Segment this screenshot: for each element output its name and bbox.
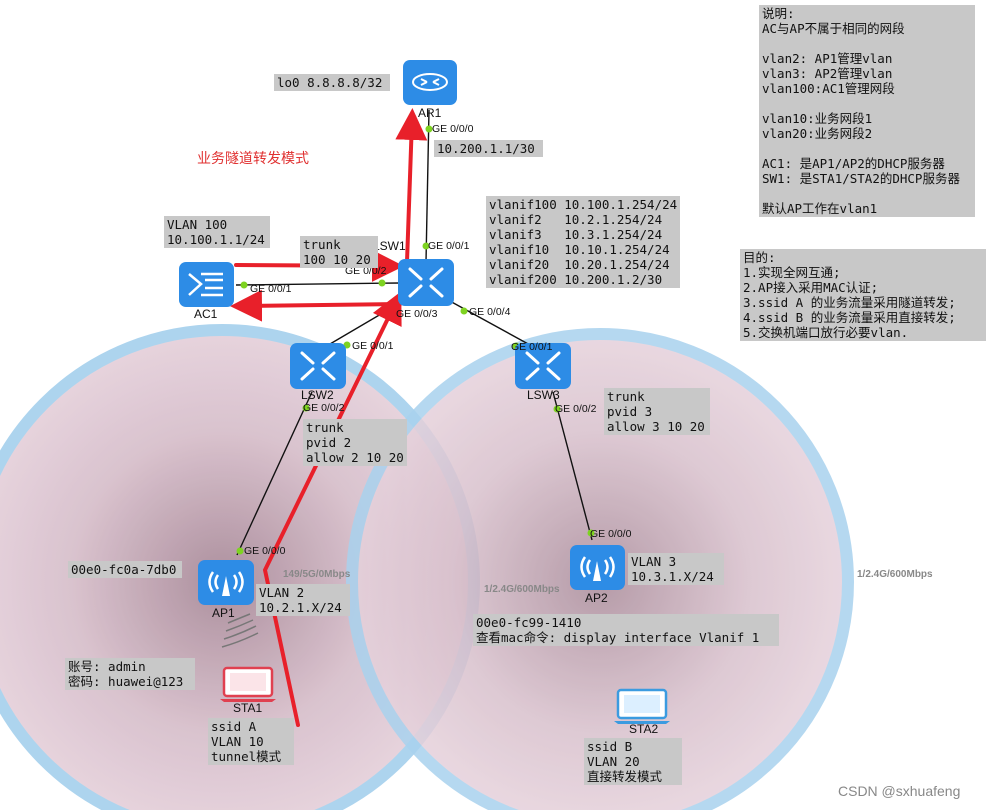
- link-lsw3-ap2: [552, 391, 593, 541]
- sta2-laptop-icon[interactable]: [614, 688, 670, 724]
- ap1-vlan-note: VLAN 2 10.2.1.X/24: [256, 584, 350, 616]
- lsw1-label: LSW1: [373, 239, 406, 253]
- tunnel-arrow-lsw1-to-ac1: [230, 289, 402, 322]
- lsw2-label: LSW2: [301, 388, 334, 402]
- port-lsw1-ge004: GE 0/0/4: [469, 306, 511, 318]
- link-ac1-lsw1: [235, 282, 401, 286]
- ac1-vlan-note: VLAN 100 10.100.1.1/24: [164, 216, 270, 248]
- lsw1-trunk-note: trunk 100 10 20: [300, 236, 378, 268]
- port-lsw3-ge002: GE 0/0/2: [555, 403, 597, 415]
- lsw2-trunk-note: trunk pvid 2 allow 2 10 20: [303, 419, 407, 466]
- port-lsw2-ge002: GE 0/0/2: [303, 402, 345, 414]
- ap1-signal-waves: [221, 613, 259, 648]
- ar1-router-icon[interactable]: [403, 60, 457, 105]
- lsw3-label: LSW3: [527, 388, 560, 402]
- port-lsw1-ge002: GE 0/0/2: [345, 265, 387, 277]
- lsw1-switch-icon[interactable]: [398, 259, 454, 306]
- port-lsw3-ge001: GE 0/0/1: [511, 341, 553, 353]
- port-ap2-ge000: GE 0/0/0: [590, 528, 632, 540]
- tunnel-mode-title: 业务隧道转发模式: [197, 151, 309, 167]
- explain-note: 说明: AC与AP不属于相同的网段 vlan2: AP1管理vlan vlan3…: [759, 5, 975, 217]
- ap2-label: AP2: [585, 591, 608, 605]
- port-lsw2-ge001: GE 0/0/1: [352, 340, 394, 352]
- vlanif-note: vlanif100 10.100.1.254/24 vlanif2 10.2.1…: [486, 196, 680, 288]
- ac1-label: AC1: [194, 307, 218, 321]
- ap2-wireless-ap-icon[interactable]: [570, 545, 625, 590]
- ac1-access-controller-icon[interactable]: [179, 262, 234, 307]
- ap2-rate-left: 1/2.4G/600Mbps: [484, 584, 560, 595]
- link-lsw1-lsw3: [447, 299, 531, 346]
- ap1-rate: 149/5G/0Mbps: [283, 569, 351, 580]
- lsw3-switch-icon[interactable]: [515, 343, 571, 389]
- ap1-mac-note: 00e0-fc0a-7db0: [68, 561, 182, 578]
- port-ar1-ge000: GE 0/0/0: [432, 123, 474, 135]
- ap1-label: AP1: [212, 606, 235, 620]
- sta2-label: STA2: [629, 722, 659, 736]
- link-ar1-lsw1: [425, 109, 430, 263]
- ap2-mac-note: 00e0-fc99-1410 查看mac命令: display interfac…: [473, 614, 779, 646]
- link-lsw2-ap1: [236, 391, 313, 556]
- csdn-watermark: CSDN @sxhuafeng: [838, 783, 961, 799]
- sta1-ssid-note: ssid A VLAN 10 tunnel模式: [208, 718, 294, 765]
- links: [235, 109, 593, 556]
- account-note: 账号: admin 密码: huawei@123: [65, 658, 195, 690]
- port-dots: [236, 125, 595, 555]
- port-ac1-ge001: GE 0/0/1: [250, 283, 292, 295]
- ar1-ip-note: 10.200.1.1/30: [434, 140, 543, 157]
- ar1-label: AR1: [418, 106, 442, 120]
- ap2-rate-right: 1/2.4G/600Mbps: [857, 569, 933, 580]
- goals-note: 目的: 1.实现全网互通; 2.AP接入采用MAC认证; 3.ssid A 的业…: [740, 249, 986, 341]
- port-ap1-ge000: GE 0/0/0: [244, 545, 286, 557]
- sta1-laptop-icon[interactable]: [220, 666, 276, 702]
- sta2-ssid-note: ssid B VLAN 20 直接转发模式: [584, 738, 682, 785]
- tunnel-arrow-lsw1-to-ar1: [395, 108, 428, 264]
- lsw2-switch-icon[interactable]: [290, 343, 346, 389]
- ap2-vlan-note: VLAN 3 10.3.1.X/24: [628, 553, 724, 585]
- port-lsw1-ge003: GE 0/0/3: [396, 308, 438, 320]
- port-lsw1-ge001: GE 0/0/1: [428, 240, 470, 252]
- tunnel-arrow-sta1-to-lsw1: [262, 291, 402, 727]
- ap1-wireless-ap-icon[interactable]: [198, 560, 254, 605]
- sta1-label: STA1: [233, 701, 263, 715]
- lo0-note: lo0 8.8.8.8/32: [274, 74, 390, 91]
- lsw3-trunk-note: trunk pvid 3 allow 3 10 20: [604, 388, 710, 435]
